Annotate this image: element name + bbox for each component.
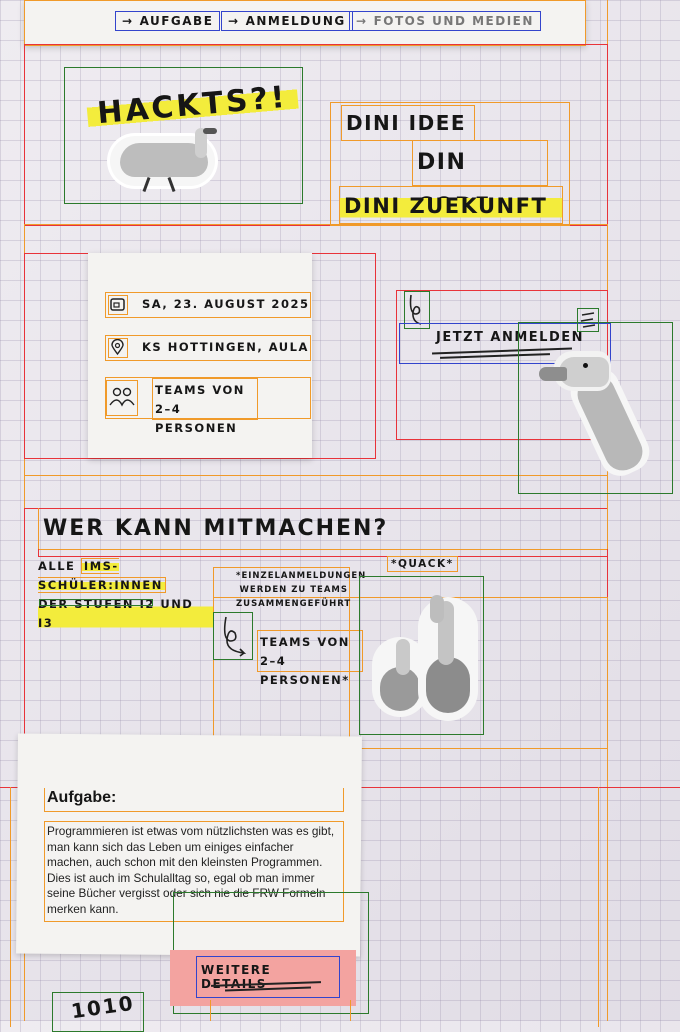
guide-line	[210, 1000, 211, 1021]
nav-link-label: FOTOS UND MEDIEN	[373, 14, 534, 28]
slogan-tag-code: DIN CODE	[412, 140, 548, 219]
binary-doodle-box: 1010	[52, 990, 144, 1032]
event-date: SA, 23. AUGUST 2025	[142, 297, 310, 311]
location-pin-icon	[108, 338, 128, 358]
slogan-tag-zukunft: DINI ZUEKUNFT	[339, 186, 563, 224]
guide-line	[10, 787, 11, 1027]
who-teams-line1: TEAMS VON	[260, 635, 350, 649]
slogan-box	[330, 102, 570, 226]
task-heading-box: Aufgabe:	[44, 788, 344, 812]
teams-line1: TEAMS VON	[155, 383, 245, 397]
task-body: Programmieren ist etwas vom nützlichsten…	[47, 824, 335, 916]
arrow-right-icon: →	[356, 14, 368, 28]
underline-accent	[39, 599, 153, 606]
event-location: KS HOTTINGEN, AULA	[142, 340, 309, 354]
logo-box: HACKTS?!	[64, 67, 303, 204]
goose-head-image	[537, 345, 667, 483]
guide-line	[38, 549, 608, 557]
arrow-right-icon: →	[228, 14, 240, 28]
details-button[interactable]: WEITERE DETAILS	[196, 956, 340, 998]
binary-doodle: 1010	[69, 990, 137, 1024]
teams-line2: 2–4 PERSONEN	[155, 402, 238, 435]
hero-section	[24, 44, 608, 226]
eligibility-prefix: ALLE	[38, 559, 81, 573]
guide-line	[598, 787, 599, 1027]
eligibility: ALLE IMS-SCHÜLER:INNEN DER STUFEN I2 UND…	[38, 557, 214, 633]
goose-head-box	[518, 322, 673, 494]
squiggle-icon	[404, 291, 430, 329]
details-label: WEITERE DETAILS	[201, 963, 272, 991]
location-row: KS HOTTINGEN, AULA	[105, 335, 311, 361]
who-title: WER KANN MITMACHEN?	[38, 508, 608, 550]
who-teams-line2: 2–4 PERSONEN*	[260, 654, 350, 687]
logo-text: HACKTS?!	[85, 78, 299, 133]
squiggle-icon	[213, 612, 253, 660]
arrow-right-icon: →	[122, 14, 134, 28]
people-icon	[106, 380, 138, 416]
quack-label: *QUACK*	[387, 556, 458, 572]
nav-link-label: ANMELDUNG	[245, 14, 346, 28]
nav-link-anmeldung[interactable]: → ANMELDUNG	[221, 11, 353, 31]
date-row: SA, 23. AUGUST 2025	[105, 292, 311, 318]
details-card	[170, 950, 356, 1006]
geese-image	[368, 587, 480, 731]
calendar-icon	[108, 295, 128, 315]
lines-icon	[577, 308, 599, 332]
top-nav: → AUFGABE → ANMELDUNG → FOTOS UND MEDIEN	[24, 0, 586, 46]
register-button[interactable]: JETZT ANMELDEN	[399, 323, 611, 364]
slogan-tag-idee: DINI IDEE	[341, 105, 475, 141]
eligibility-line2: DER STUFEN I2 UND I3	[38, 595, 214, 633]
nav-link-label: AUFGABE	[139, 14, 214, 28]
event-card	[88, 253, 312, 458]
geese-image-box	[359, 576, 484, 735]
nav-link-fotos[interactable]: → FOTOS UND MEDIEN	[349, 11, 541, 31]
task-heading: Aufgabe:	[47, 789, 117, 806]
teams-text: TEAMS VON 2–4 PERSONEN	[152, 378, 258, 435]
nav-link-aufgabe[interactable]: → AUFGABE	[115, 11, 221, 31]
goose-image	[110, 128, 230, 198]
guide-line	[350, 1000, 351, 1021]
register-label: JETZT ANMELDEN	[436, 330, 584, 345]
who-teams-text: TEAMS VON 2–4 PERSONEN*	[257, 630, 363, 687]
teams-row: TEAMS VON 2–4 PERSONEN	[105, 377, 311, 435]
team-note: *EINZELANMELDUNGEN WERDEN ZU TEAMS ZUSAM…	[236, 571, 367, 609]
task-body-box: Programmieren ist etwas vom nützlichsten…	[44, 821, 344, 922]
